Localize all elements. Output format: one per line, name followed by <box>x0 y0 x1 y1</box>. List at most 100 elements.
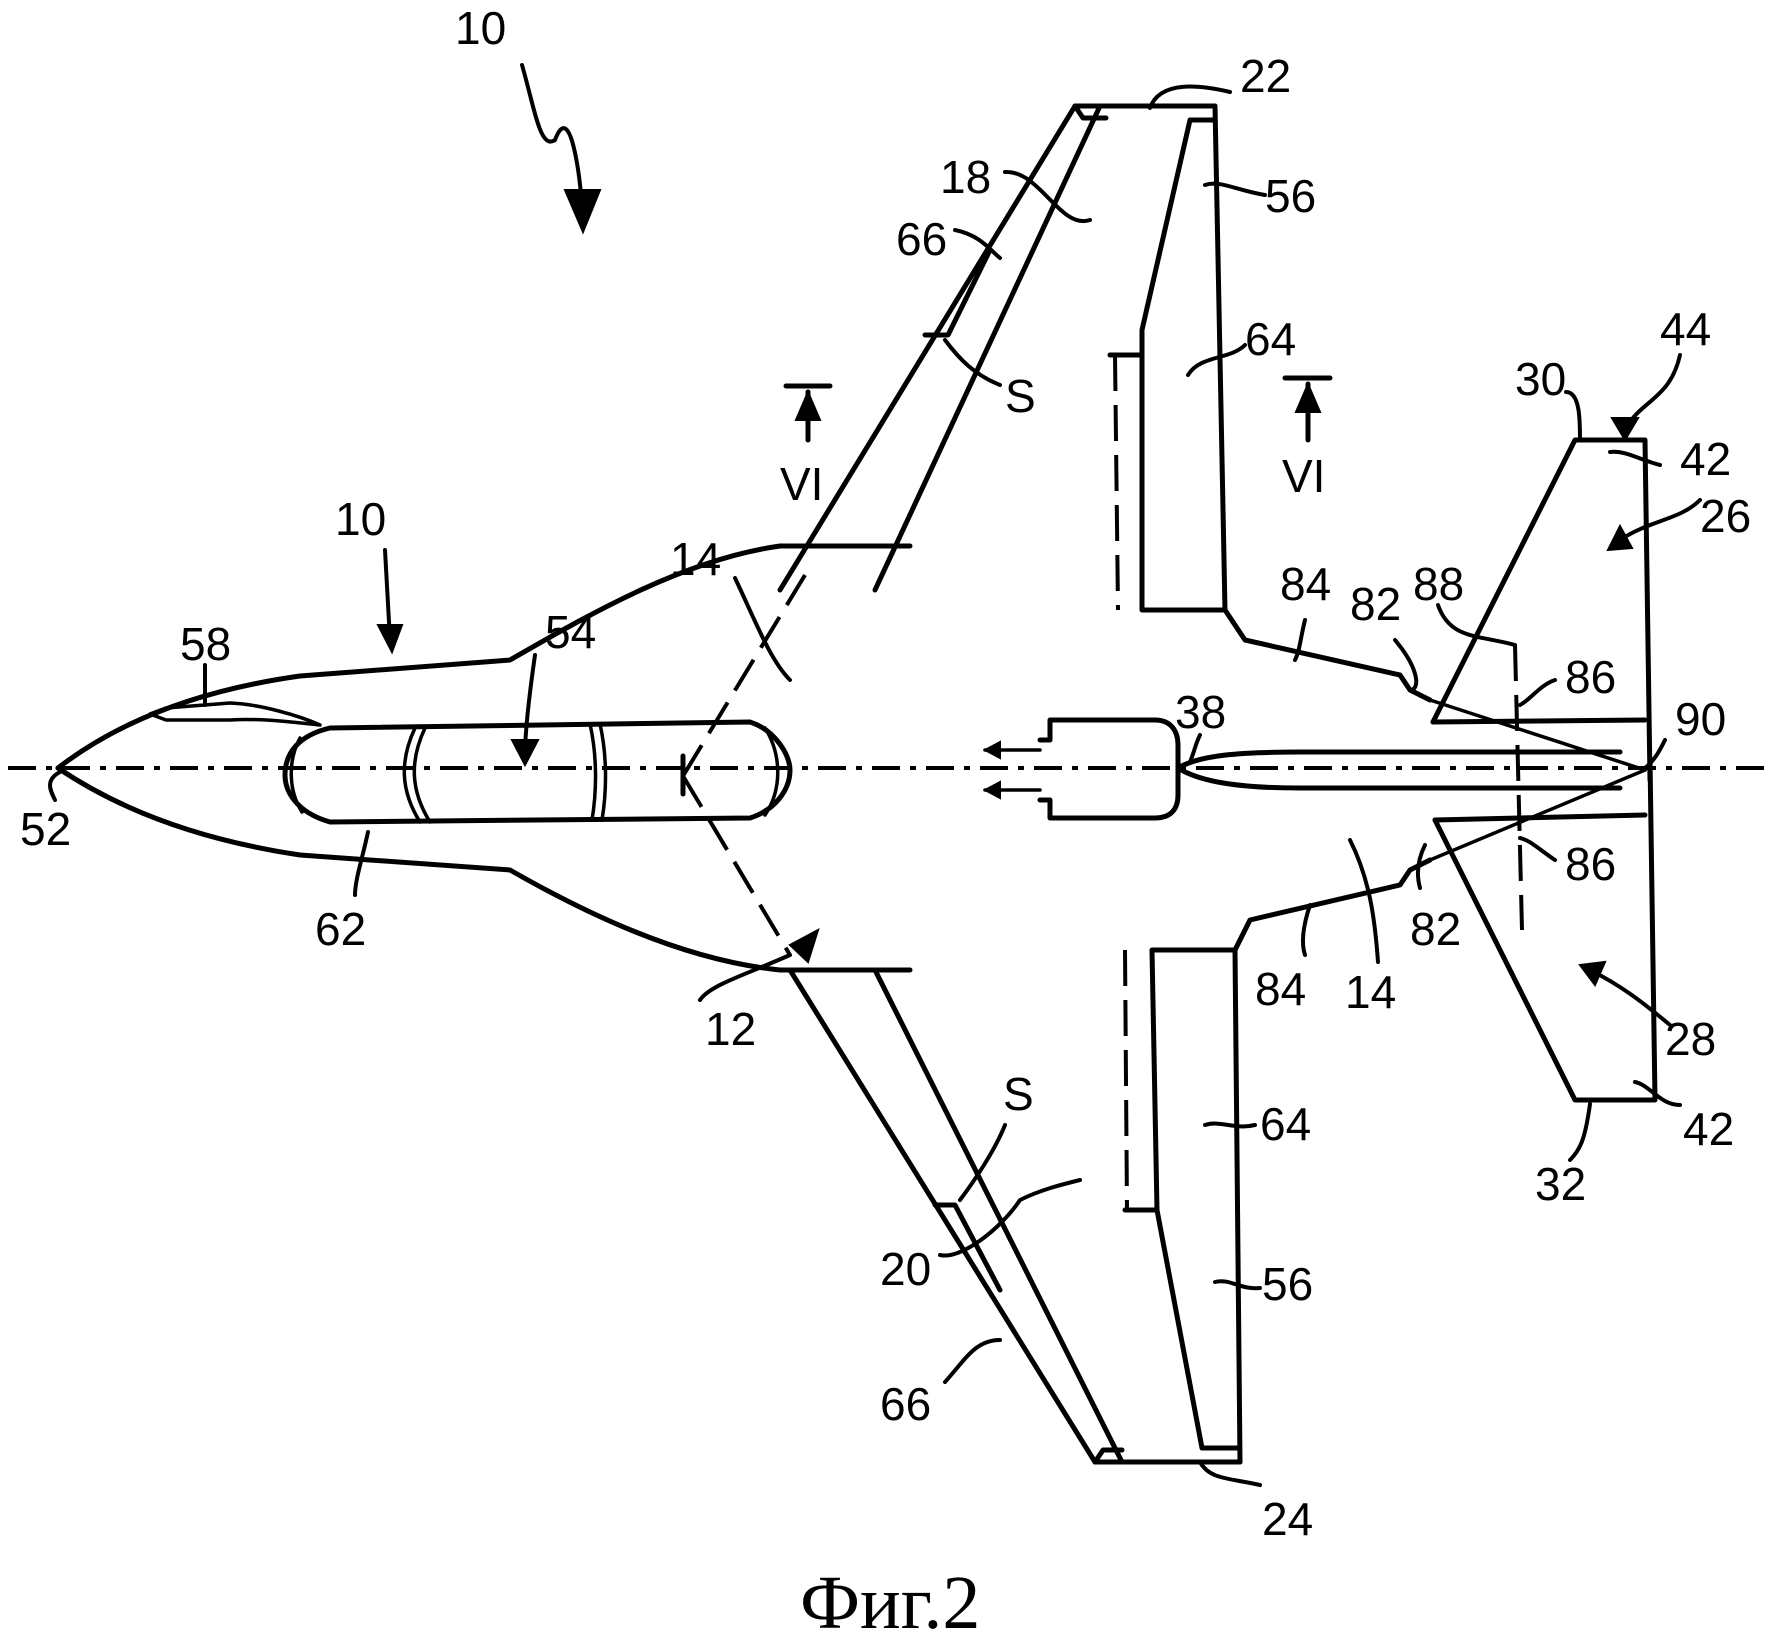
upper-tail-26 <box>1430 437 1653 783</box>
upper-wing-slat-line <box>872 103 1103 593</box>
label-88: 88 <box>1413 558 1464 610</box>
leader-88 <box>1436 603 1517 647</box>
label-10-top: 10 <box>455 2 506 54</box>
canopy-frame-1 <box>402 726 422 824</box>
label-30: 30 <box>1515 353 1566 405</box>
leader-42-top <box>1608 449 1662 467</box>
label-20: 20 <box>880 1243 931 1295</box>
leader-42-bot <box>1633 1080 1682 1107</box>
leader-56-top <box>1203 181 1267 197</box>
label-56-bot: 56 <box>1262 1258 1313 1310</box>
leader-30 <box>1564 390 1582 442</box>
label-90: 90 <box>1675 693 1726 745</box>
label-14-bot: 14 <box>1345 966 1396 1018</box>
leader-26 <box>1618 498 1702 542</box>
leader-14-top <box>733 576 792 682</box>
label-12: 12 <box>705 1003 756 1055</box>
label-52: 52 <box>20 803 71 855</box>
canopy-front-arc <box>289 736 304 814</box>
label-82-top: 82 <box>1350 578 1401 630</box>
section-arrow-vi-left <box>794 389 822 421</box>
canopy-rear-arc <box>763 726 780 817</box>
leader-s-top <box>943 338 1002 387</box>
canopy-frame-2 <box>412 726 432 824</box>
section-arrow-vi-right <box>1294 381 1322 413</box>
leader-14-bot <box>1348 838 1380 964</box>
lower-aileron-56 <box>1149 947 1241 1451</box>
canopy-frame-3 <box>588 722 598 822</box>
label-56-top: 56 <box>1265 170 1316 222</box>
leader-64-top <box>1186 343 1247 377</box>
leader-38 <box>1188 733 1202 764</box>
leader-22 <box>1148 84 1232 110</box>
upper-wing-tip-22 <box>1072 103 1109 121</box>
leader-86-bot <box>1518 836 1557 862</box>
label-26: 26 <box>1700 490 1751 542</box>
fuselage-lower-outline <box>55 765 913 973</box>
label-44: 44 <box>1660 303 1711 355</box>
label-84-bot: 84 <box>1255 963 1306 1015</box>
lower-slat-notch-s <box>932 1202 1003 1293</box>
lower-wing-leading-edge <box>787 967 1243 1465</box>
exhaust-arrowhead-upper <box>982 740 1001 760</box>
upper-wing-trailing-edge <box>1212 103 1433 703</box>
label-66-bot: 66 <box>880 1378 931 1430</box>
arrowhead-44 <box>1610 417 1640 442</box>
label-22: 22 <box>1240 50 1291 102</box>
arrowhead-26 <box>1606 523 1634 552</box>
arrowhead-10-mid <box>376 624 404 655</box>
lower-flap-hinge-line <box>1123 949 1129 1211</box>
upper-tail-base <box>1430 717 1648 725</box>
label-42-top: 42 <box>1680 433 1731 485</box>
leader-62 <box>353 830 370 897</box>
fuselage-upper-outline <box>55 543 913 771</box>
label-18: 18 <box>940 151 991 203</box>
engine-nozzle-block <box>1037 717 1181 821</box>
sweep-reference-line-upper <box>681 573 807 778</box>
leader-66-top <box>953 228 1002 260</box>
upper-flap-hinge-line <box>1113 354 1120 611</box>
leader-28 <box>1588 968 1672 1027</box>
tail-cone-38 <box>1175 749 1623 791</box>
figure-caption: Фиг.2 <box>800 1561 980 1645</box>
arrowhead-28 <box>1578 960 1607 987</box>
leader-66-bot <box>943 1338 1002 1384</box>
leader-84-top <box>1293 618 1307 662</box>
arrowhead-54 <box>510 739 540 768</box>
label-54: 54 <box>545 606 596 658</box>
label-64-bot: 64 <box>1260 1098 1311 1150</box>
label-42-bot: 42 <box>1683 1103 1734 1155</box>
leader-56-bot <box>1213 1279 1262 1291</box>
lower-wing-slat-line <box>872 967 1125 1465</box>
label-vi-right: VI <box>1282 450 1325 502</box>
label-vi-left: VI <box>780 458 823 510</box>
label-64-top: 64 <box>1245 313 1296 365</box>
label-82-bot: 82 <box>1410 903 1461 955</box>
label-62: 62 <box>315 903 366 955</box>
leader-10-top <box>520 63 585 222</box>
arrowhead-10-top <box>563 189 602 235</box>
leader-86-top <box>1518 678 1557 707</box>
label-66-top: 66 <box>896 213 947 265</box>
leader-12 <box>698 953 792 1002</box>
tail-converging-line-lower <box>1428 768 1647 862</box>
leader-20 <box>938 1178 1082 1258</box>
lower-wing-trailing-edge <box>1232 857 1433 1465</box>
leader-18 <box>1003 169 1092 224</box>
label-s-top: S <box>1005 370 1036 422</box>
canopy-frame-4 <box>598 722 608 822</box>
pitot-probe <box>148 701 322 727</box>
leader-52 <box>48 770 62 802</box>
label-s-bot: S <box>1003 1068 1034 1120</box>
leader-64-bot <box>1203 1121 1257 1129</box>
lower-tail-base <box>1432 812 1648 823</box>
label-14-top: 14 <box>670 533 721 585</box>
label-86-top: 86 <box>1565 651 1616 703</box>
lower-tail-28 <box>1432 757 1658 1103</box>
leader-24 <box>1198 1460 1262 1487</box>
leader-82-bot <box>1415 843 1427 890</box>
upper-aileron-56 <box>1139 117 1228 613</box>
leader-s-bot <box>958 1123 1007 1202</box>
leader-82-top <box>1393 638 1419 692</box>
